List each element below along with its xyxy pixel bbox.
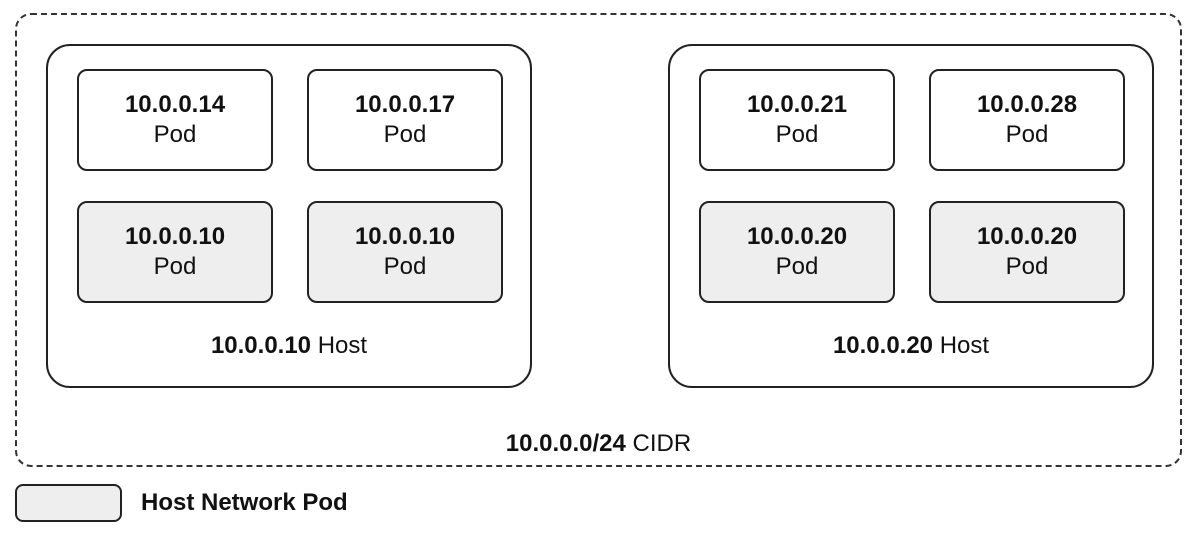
pod: 10.0.0.14 Pod [77,69,273,171]
pod-label: Pod [383,121,427,148]
cidr-suffix: CIDR [632,430,692,457]
pod-label: Pod [153,253,197,280]
pod-label: Pod [775,121,819,148]
host-label: 10.0.0.10 Host [48,332,530,360]
pod-label: Pod [1005,121,1049,148]
host-network-pod: 10.0.0.20 Pod [929,201,1125,303]
pod-label: Pod [383,253,427,280]
pod: 10.0.0.17 Pod [307,69,503,171]
pod-label: Pod [153,121,197,148]
host-suffix: Host [317,332,368,359]
host-node-1: 10.0.0.14 Pod 10.0.0.17 Pod 10.0.0.10 Po… [46,44,532,388]
host-ip: 10.0.0.20 [832,332,934,359]
host-node-2: 10.0.0.21 Pod 10.0.0.28 Pod 10.0.0.20 Po… [668,44,1154,388]
legend-label: Host Network Pod [141,489,348,516]
host-network-pod: 10.0.0.10 Pod [77,201,273,303]
host-network-pod: 10.0.0.20 Pod [699,201,895,303]
pod: 10.0.0.28 Pod [929,69,1125,171]
host-suffix: Host [939,332,990,359]
host-ip: 10.0.0.10 [210,332,312,359]
host-label: 10.0.0.20 Host [670,332,1152,360]
cidr-boundary: 10.0.0.14 Pod 10.0.0.17 Pod 10.0.0.10 Po… [15,13,1182,467]
legend-swatch [15,484,122,522]
pod-ip: 10.0.0.10 [354,223,456,250]
cidr-label: 10.0.0.0/24 CIDR [17,430,1180,458]
pod-ip: 10.0.0.10 [124,223,226,250]
cidr-ip: 10.0.0.0/24 [505,430,626,457]
host-network-pod: 10.0.0.10 Pod [307,201,503,303]
pod-ip: 10.0.0.20 [746,223,848,250]
pod-ip: 10.0.0.20 [976,223,1078,250]
pod-ip: 10.0.0.14 [124,91,226,118]
pod-ip: 10.0.0.17 [354,91,456,118]
pod-ip: 10.0.0.28 [976,91,1078,118]
pod: 10.0.0.21 Pod [699,69,895,171]
pod-label: Pod [1005,253,1049,280]
pod-ip: 10.0.0.21 [746,91,848,118]
pod-label: Pod [775,253,819,280]
